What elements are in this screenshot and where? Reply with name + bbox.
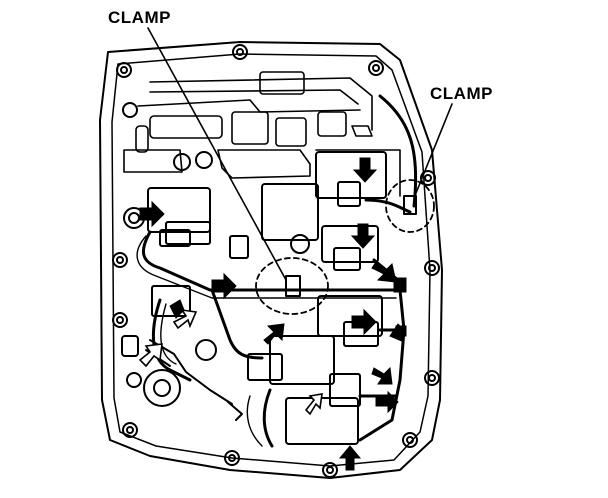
clamp-circle-right <box>385 179 435 233</box>
clamp-label-right: CLAMP <box>430 84 493 103</box>
arrow-icon <box>139 200 165 228</box>
clamp-circle-center <box>255 257 329 315</box>
wire-harness-thin <box>136 235 397 447</box>
wire-harness <box>141 94 418 448</box>
direction-arrows <box>139 157 407 471</box>
arrow-icon <box>371 261 397 283</box>
arrow-icon <box>352 157 378 183</box>
arrow-icon <box>338 445 362 471</box>
arrow-icon <box>211 272 237 300</box>
arrow-outline-icon <box>304 393 323 416</box>
arrow-icon <box>371 366 393 385</box>
arrow-icon <box>263 323 285 345</box>
arrow-icon <box>350 223 376 249</box>
clamps <box>285 195 417 297</box>
clamp-highlight-circles <box>255 179 435 315</box>
arrow-outline-icon <box>138 343 163 368</box>
bolt-holes <box>112 44 440 478</box>
fluid-passages <box>123 71 401 197</box>
arrow-outline-icon <box>172 308 198 330</box>
outline-arrows <box>138 308 323 416</box>
clamp-label-left: CLAMP <box>108 8 171 27</box>
leader-lines <box>147 27 453 281</box>
valve-body-plate <box>99 41 443 479</box>
arrow-icon <box>351 308 377 336</box>
arrow-icon <box>375 390 399 414</box>
